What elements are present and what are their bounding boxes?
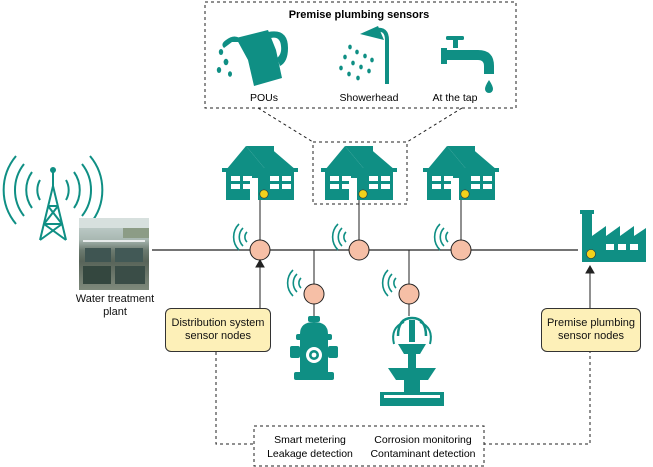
smart-metering-text: Smart metering: [274, 434, 346, 446]
water-plant-label-line1: Water treatment: [75, 293, 155, 305]
water-plant-label-line2: plant: [103, 306, 127, 318]
sensor-node-4: [286, 269, 325, 305]
house-icon-middle: [320, 145, 398, 201]
water-treatment-plant-photo: [79, 218, 149, 290]
showerhead-label: Showerhead: [340, 92, 399, 104]
water-plant-label: Water treatment plant: [60, 293, 170, 319]
sensor-node-2: [331, 223, 370, 261]
distribution-box-line2: sensor nodes: [184, 330, 252, 342]
contaminant-detection-text: Contaminant detection: [370, 448, 475, 460]
corrosion-monitoring-text: Corrosion monitoring: [374, 434, 472, 446]
sensor-node-3: [433, 223, 472, 261]
pitcher-icon: [216, 30, 288, 86]
at-the-tap-label: At the tap: [433, 92, 478, 104]
premise-panel-title: Premise plumbing sensors: [289, 9, 430, 21]
factory-icon: [580, 210, 646, 262]
house-icon-left: [221, 145, 299, 201]
sensor-node-5: [381, 269, 420, 305]
house-icon-right: [422, 145, 500, 201]
premise-box-line2: sensor nodes: [557, 330, 625, 342]
pous-label: POUs: [250, 92, 278, 104]
leakage-detection-text: Leakage detection: [267, 448, 353, 460]
showerhead-icon: [339, 26, 389, 84]
fountain-icon: [380, 316, 444, 406]
cell-tower-icon: [2, 155, 104, 241]
premise-sensors-panel: [204, 1, 517, 109]
distribution-sensor-nodes-box: Distribution system sensor nodes: [165, 308, 271, 352]
sensor-node-1: [232, 223, 271, 261]
premise-box-line1: Premise plumbing: [546, 317, 636, 329]
functions-panel: [253, 425, 485, 467]
premise-sensor-nodes-box: Premise plumbing sensor nodes: [541, 308, 641, 352]
faucet-icon: [441, 36, 494, 93]
distribution-box-line1: Distribution system: [171, 317, 265, 329]
fire-hydrant-icon: [290, 316, 338, 380]
